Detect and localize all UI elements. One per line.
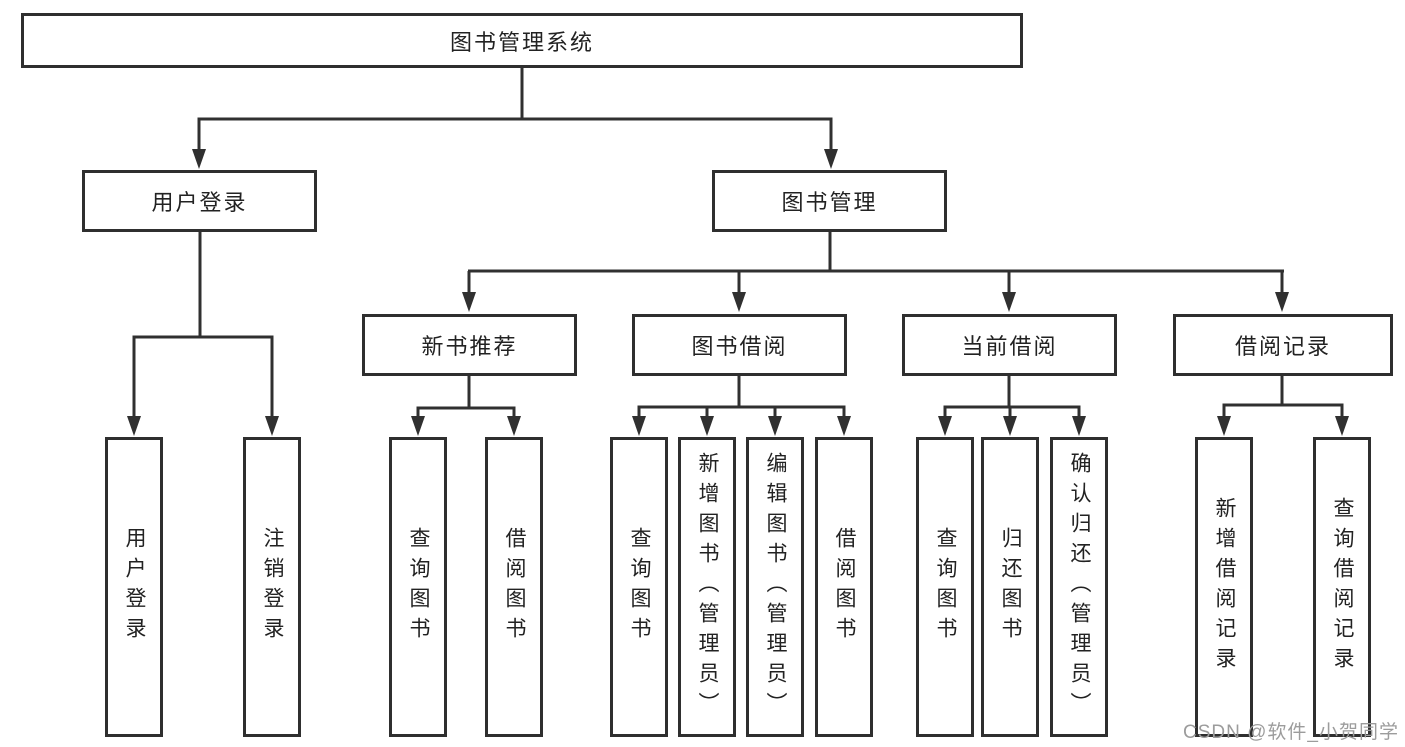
node-new-book-recommendation: 新书推荐 (362, 314, 577, 376)
leaf-cb-return-book-label: 归还图书 (999, 527, 1022, 647)
connectors (127, 68, 1349, 436)
leaf-br-query-record: 查询借阅记录 (1313, 437, 1371, 737)
csdn-watermark: CSDN @软件_小贺同学 (1183, 722, 1399, 743)
node-user-login-label: 用户登录 (151, 190, 248, 215)
leaf-user-login: 用户登录 (105, 437, 163, 737)
leaf-br-query-record-label: 查询借阅记录 (1331, 497, 1354, 677)
leaf-bb-query-book-label: 查询图书 (628, 527, 651, 647)
leaf-bb-add-book-label: 新增图书（管理员） (696, 452, 719, 722)
node-root-label: 图书管理系统 (449, 29, 594, 55)
leaf-bb-add-book: 新增图书（管理员） (678, 437, 736, 737)
leaf-logout: 注销登录 (243, 437, 301, 737)
node-current-borrowing: 当前借阅 (902, 314, 1117, 376)
leaf-rec-borrow-book-label: 借阅图书 (503, 527, 526, 647)
leaf-cb-query-book: 查询图书 (916, 437, 974, 737)
node-current-borrowing-label: 当前借阅 (961, 334, 1058, 359)
leaf-cb-confirm-return: 确认归还（管理员） (1050, 437, 1108, 737)
node-root: 图书管理系统 (21, 13, 1023, 68)
node-borrowing-records: 借阅记录 (1173, 314, 1393, 376)
leaf-rec-borrow-book: 借阅图书 (485, 437, 543, 737)
leaf-bb-edit-book-label: 编辑图书（管理员） (764, 452, 787, 722)
leaf-cb-confirm-return-label: 确认归还（管理员） (1068, 452, 1091, 722)
node-new-book-recommendation-label: 新书推荐 (421, 334, 518, 359)
leaf-cb-return-book: 归还图书 (981, 437, 1039, 737)
leaf-bb-query-book: 查询图书 (610, 437, 668, 737)
leaf-cb-query-book-label: 查询图书 (934, 527, 957, 647)
leaf-br-add-record: 新增借阅记录 (1195, 437, 1253, 737)
node-book-management: 图书管理 (712, 170, 947, 232)
node-borrowing-records-label: 借阅记录 (1234, 334, 1331, 359)
leaf-rec-query-book-label: 查询图书 (407, 527, 430, 647)
leaf-bb-borrow-book-label: 借阅图书 (833, 527, 856, 647)
leaf-logout-label: 注销登录 (261, 527, 284, 647)
leaf-br-add-record-label: 新增借阅记录 (1213, 497, 1236, 677)
node-book-borrowing-label: 图书借阅 (691, 334, 788, 359)
node-book-management-label: 图书管理 (781, 190, 878, 215)
leaf-bb-borrow-book: 借阅图书 (815, 437, 873, 737)
node-user-login: 用户登录 (82, 170, 317, 232)
leaf-user-login-label: 用户登录 (123, 527, 146, 647)
leaf-rec-query-book: 查询图书 (389, 437, 447, 737)
node-book-borrowing: 图书借阅 (632, 314, 847, 376)
leaf-bb-edit-book: 编辑图书（管理员） (746, 437, 804, 737)
